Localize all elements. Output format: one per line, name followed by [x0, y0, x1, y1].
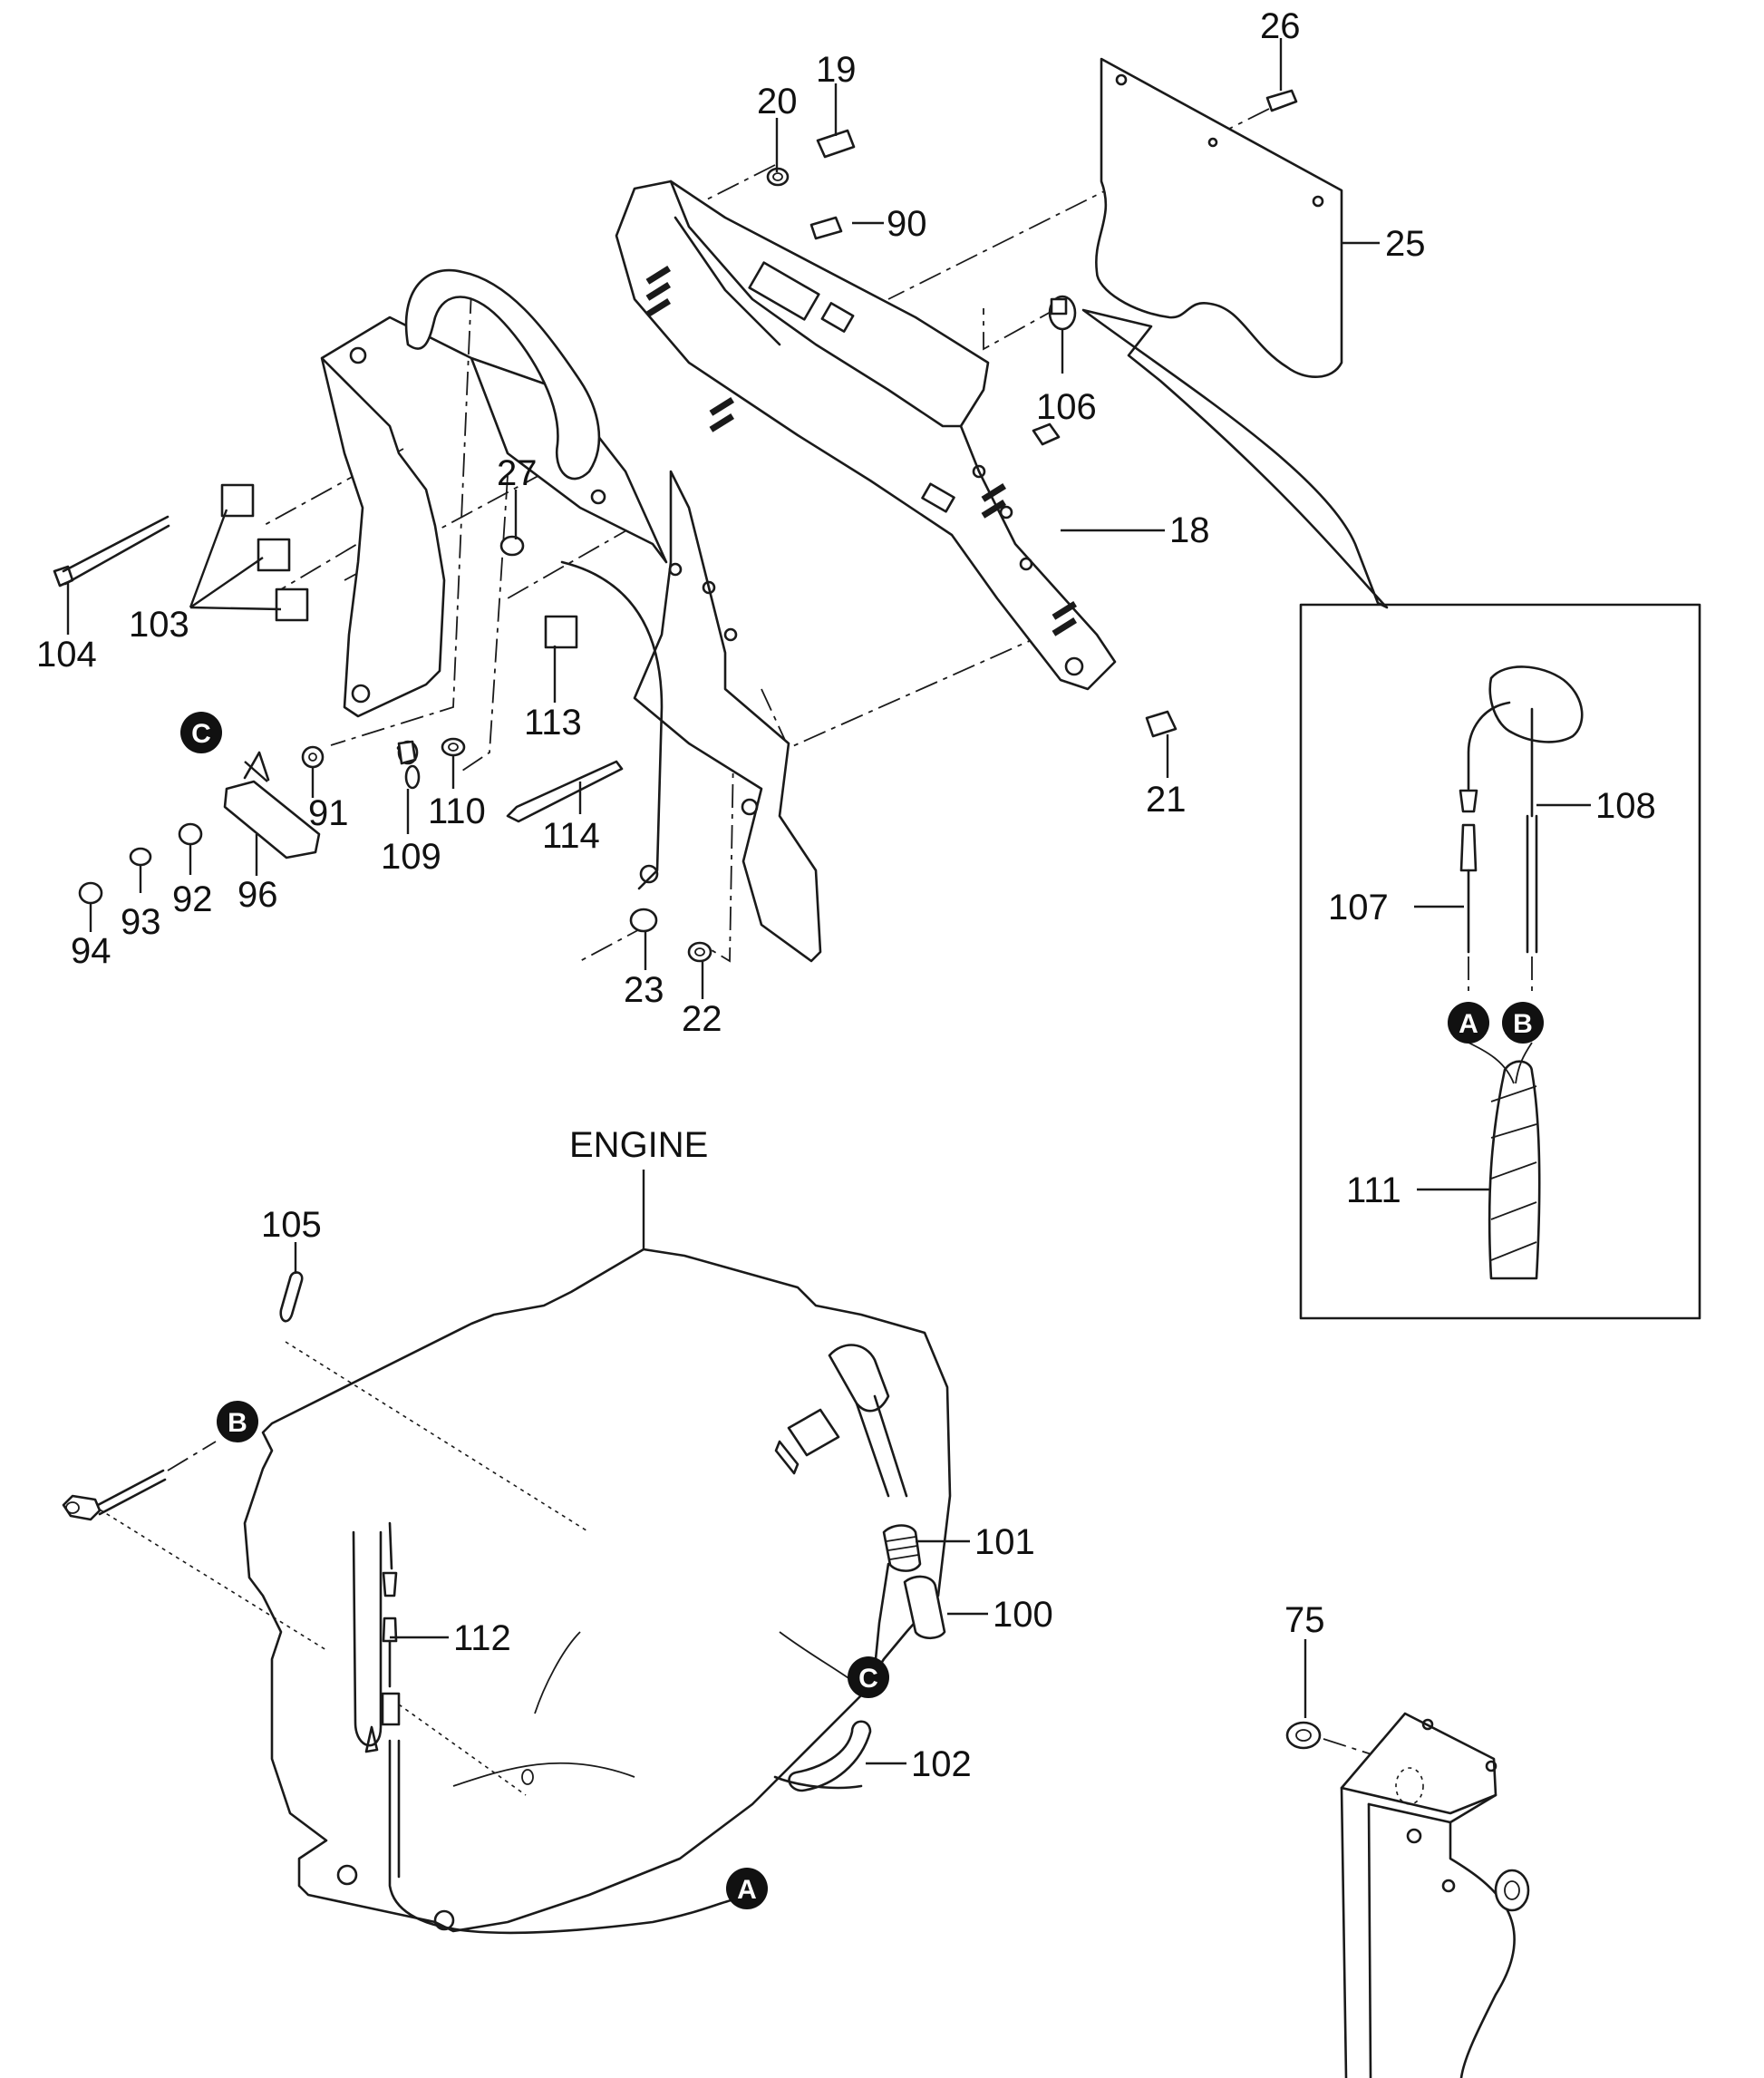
reference-markers: C A B B C A — [180, 712, 1544, 1909]
part-label: 26 — [1260, 6, 1301, 46]
part-label: 104 — [36, 635, 97, 675]
part-number-labels: 26 19 20 90 25 106 18 27 104 103 113 21 … — [36, 6, 1656, 1784]
part-label: 100 — [993, 1595, 1053, 1635]
frame-post — [1285, 1712, 1530, 2078]
svg-text:B: B — [1513, 1009, 1533, 1039]
part-label: 103 — [129, 605, 189, 645]
part-label: 110 — [428, 791, 486, 831]
part-label: 27 — [497, 453, 538, 493]
svg-text:C: C — [191, 719, 211, 749]
marker-a-engine: A — [726, 1868, 768, 1909]
part-label: 113 — [524, 703, 582, 743]
handle-bracket-assembly — [53, 57, 1343, 963]
part-label: 96 — [237, 875, 278, 915]
wiring-detail-inset — [1081, 308, 1701, 1320]
engine-assembly — [62, 1248, 952, 1935]
part-label: 90 — [887, 204, 927, 244]
svg-text:C: C — [858, 1664, 878, 1694]
marker-b-inset: B — [1502, 1002, 1544, 1044]
part-label: 19 — [816, 50, 857, 90]
part-label: 102 — [911, 1744, 972, 1784]
engine-label: ENGINE — [569, 1125, 708, 1165]
part-label: 112 — [453, 1618, 511, 1658]
svg-text:B: B — [228, 1408, 247, 1438]
part-label: 108 — [1595, 786, 1656, 826]
part-label: 109 — [381, 837, 441, 877]
part-label: 101 — [974, 1522, 1035, 1562]
marker-c-engine: C — [848, 1656, 889, 1698]
part-label: 106 — [1036, 387, 1097, 427]
part-label: 22 — [682, 999, 722, 1039]
part-label: 107 — [1328, 888, 1389, 927]
part-label: 94 — [71, 931, 111, 971]
marker-a-inset: A — [1448, 1002, 1489, 1044]
part-label: 114 — [542, 816, 600, 856]
part-label: 21 — [1146, 780, 1187, 820]
marker-b-engine: B — [217, 1401, 258, 1442]
part-label: 111 — [1346, 1170, 1401, 1210]
part-label: 20 — [757, 82, 798, 121]
marker-c-upper: C — [180, 712, 222, 753]
leader-lines — [66, 38, 1591, 1765]
part-label: 75 — [1284, 1600, 1325, 1640]
svg-text:A: A — [1459, 1009, 1478, 1039]
part-label: 93 — [121, 902, 161, 942]
part-label: 25 — [1385, 224, 1426, 264]
part-label: 92 — [172, 879, 213, 919]
svg-text:A: A — [737, 1875, 757, 1905]
part-label: 91 — [308, 793, 349, 833]
part-label: 105 — [261, 1205, 322, 1245]
part-label: 18 — [1169, 510, 1210, 550]
part-label: 23 — [624, 970, 664, 1010]
